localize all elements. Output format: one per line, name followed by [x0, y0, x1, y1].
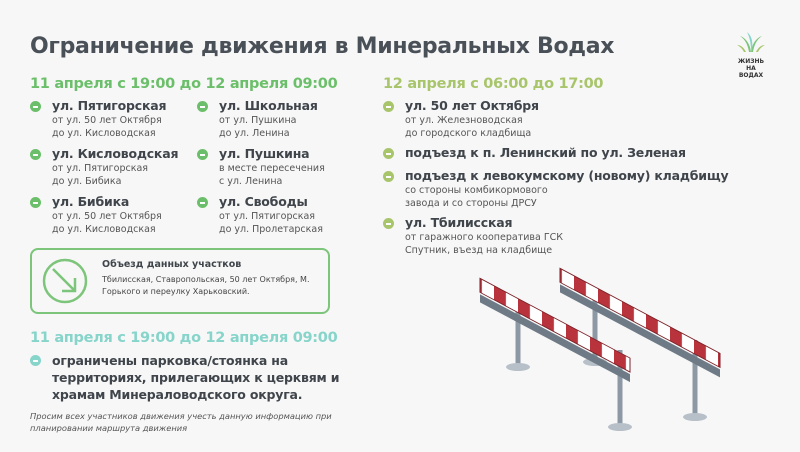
street-name: ул. Кисловодская: [52, 146, 179, 161]
street-detail: от ул. Пятигорская: [52, 163, 148, 174]
detour-text: Тбилисская, Ставропольская, 50 лет Октяб…: [102, 275, 310, 296]
street-detail: с ул. Ленина: [219, 176, 283, 187]
restriction-item: ул. Тбилисская от гаражного кооператива Г…: [383, 215, 563, 257]
street-detail: со стороны комбикормового: [405, 185, 548, 196]
restriction-item: ул. 50 лет Октября от ул. Железноводская д…: [383, 98, 539, 140]
minus-icon: [197, 101, 208, 112]
restriction-item: подъезд к п. Ленинский по ул. Зеленая: [383, 145, 686, 161]
fountain-logo-icon: [737, 32, 765, 52]
parking-restriction: ограничены парковка/стоянка на территори…: [30, 352, 340, 403]
detour-title: Объезд данных участков: [102, 259, 242, 270]
minus-icon: [383, 171, 394, 182]
logo-text: ЖИЗНЬ: [737, 58, 765, 65]
restriction-item: подъезд к левокумскому (новому) кладбищу…: [383, 168, 729, 210]
restriction-item: ул. Кисловодская от ул. Пятигорская до ул.…: [30, 146, 178, 188]
street-name: ул. 50 лет Октября: [405, 98, 539, 113]
minus-icon: [197, 149, 208, 160]
logo-text: НА ВОДАХ: [738, 65, 764, 79]
street-detail: Спутник, въезд на кладбище: [405, 245, 553, 256]
restriction-item: ул. Свободы от ул. Пятигорская до ул. Прол…: [197, 194, 323, 236]
street-name: ул. Тбилисская: [405, 215, 513, 230]
street-detail: от ул. 50 лет Октября: [52, 211, 162, 222]
street-detail: до городского кладбища: [405, 128, 532, 139]
street-detail: завода и со стороны ДРСУ: [405, 198, 537, 209]
minus-icon: [30, 149, 41, 160]
street-detail: до ул. Бибика: [52, 176, 122, 187]
minus-icon: [30, 197, 41, 208]
minus-icon: [30, 355, 41, 366]
street-detail: от ул. Пушкина: [219, 115, 297, 126]
street-name: подъезд к п. Ленинский по ул. Зеленая: [405, 145, 686, 160]
street-name: подъезд к левокумскому (новому) кладбищу: [405, 168, 729, 183]
street-detail: до ул. Кисловодская: [52, 224, 156, 235]
minus-icon: [197, 197, 208, 208]
minus-icon: [383, 148, 394, 159]
logo: ЖИЗНЬ НА ВОДАХ: [733, 30, 769, 79]
street-name: ул. Бибика: [52, 194, 130, 209]
street-detail: от ул. Пятигорская: [219, 211, 315, 222]
street-detail: до ул. Ленина: [219, 128, 290, 139]
restriction-item: ул. Школьная от ул. Пушкина до ул. Ленина: [197, 98, 318, 140]
street-name: ул. Свободы: [219, 194, 308, 209]
restriction-item: ул. Пятигорская от ул. 50 лет Октября до у…: [30, 98, 167, 140]
section1-header: 11 апреля с 19:00 до 12 апреля 09:00: [30, 76, 338, 92]
minus-icon: [30, 101, 41, 112]
restriction-item: ул. Бибика от ул. 50 лет Октября до ул. Ки…: [30, 194, 162, 236]
road-barriers-illustration: [479, 267, 721, 431]
street-detail: в месте пересечения: [219, 163, 325, 174]
restriction-item: ул. Пушкина в месте пересечения с ул. Лени…: [197, 146, 325, 188]
parking-text: ограничены парковка/стоянка на территори…: [52, 353, 340, 402]
street-detail: до ул. Пролетарская: [219, 224, 323, 235]
minus-icon: [383, 101, 394, 112]
street-name: ул. Пушкина: [219, 146, 310, 161]
page-title: Ограничение движения в Минеральных Водах: [30, 34, 615, 59]
street-name: ул. Школьная: [219, 98, 318, 113]
section2-header: 12 апреля с 06:00 до 17:00: [383, 76, 604, 92]
street-name: ул. Пятигорская: [52, 98, 167, 113]
street-detail: от гаражного кооператива ГСК: [405, 232, 564, 243]
street-detail: до ул. Кисловодская: [52, 128, 156, 139]
detour-arrow-icon: [42, 258, 88, 304]
street-detail: от ул. 50 лет Октября: [52, 115, 162, 126]
street-detail: от ул. Железноводская: [405, 115, 523, 126]
footer-note: Просим всех участников движения учесть д…: [30, 411, 332, 433]
section3-header: 11 апреля с 19:00 до 12 апреля 09:00: [30, 330, 338, 346]
detour-box: Объезд данных участков Тбилисская, Ставр…: [30, 248, 330, 314]
minus-icon: [383, 218, 394, 229]
